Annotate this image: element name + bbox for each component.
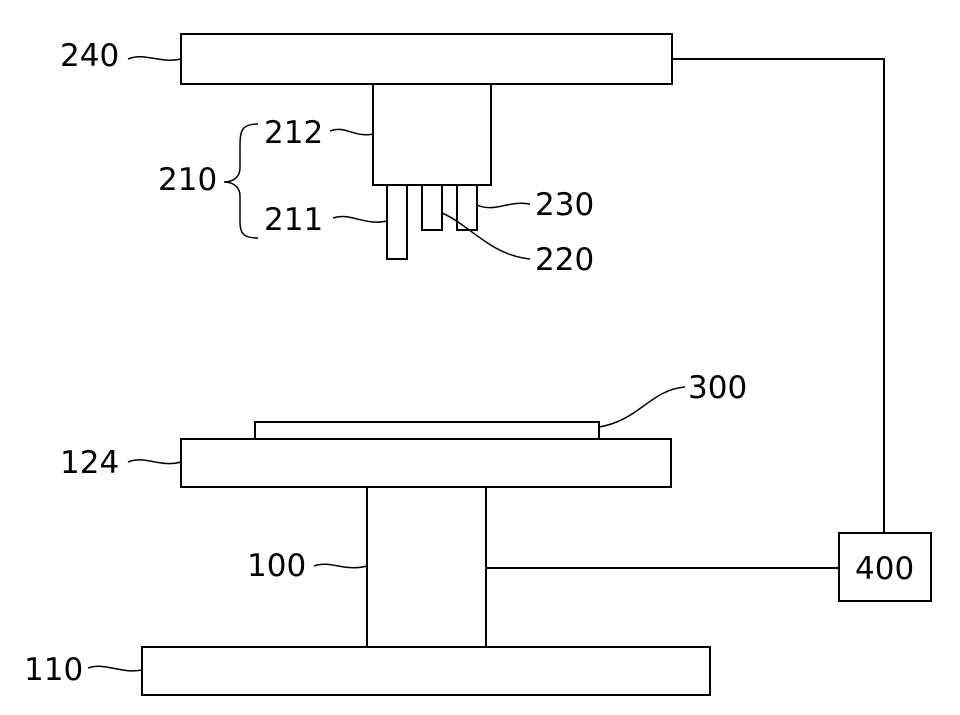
label-110: 110 (24, 652, 83, 688)
label-220: 220 (535, 242, 594, 278)
leader-124 (127, 459, 182, 465)
part-100-column (366, 486, 487, 648)
label-124: 124 (60, 445, 119, 481)
part-110-base (141, 646, 711, 696)
leader-100 (313, 563, 368, 569)
brace-210 (223, 123, 259, 239)
label-210: 210 (158, 162, 217, 198)
label-400: 400 (855, 551, 914, 587)
leader-212 (329, 128, 374, 136)
leader-110 (87, 665, 143, 672)
part-220-middle-probe (421, 184, 443, 231)
label-211: 211 (264, 202, 323, 238)
wire-240-to-400 (672, 58, 885, 533)
label-300: 300 (688, 370, 747, 406)
label-212: 212 (264, 115, 323, 151)
part-300-substrate (254, 421, 600, 440)
leader-300 (598, 386, 686, 428)
label-240: 240 (60, 38, 119, 74)
label-100: 100 (247, 548, 306, 584)
part-230-right-probe (456, 184, 478, 231)
part-124-stage (180, 438, 672, 488)
part-212-head-body (372, 83, 492, 186)
part-400-controller (838, 532, 932, 602)
part-240-top-plate (180, 33, 673, 85)
label-230: 230 (535, 187, 594, 223)
part-211-long-probe (386, 184, 408, 260)
leader-211 (332, 215, 388, 223)
leader-230 (476, 202, 531, 209)
leader-220 (441, 212, 531, 260)
leader-240 (127, 56, 182, 61)
